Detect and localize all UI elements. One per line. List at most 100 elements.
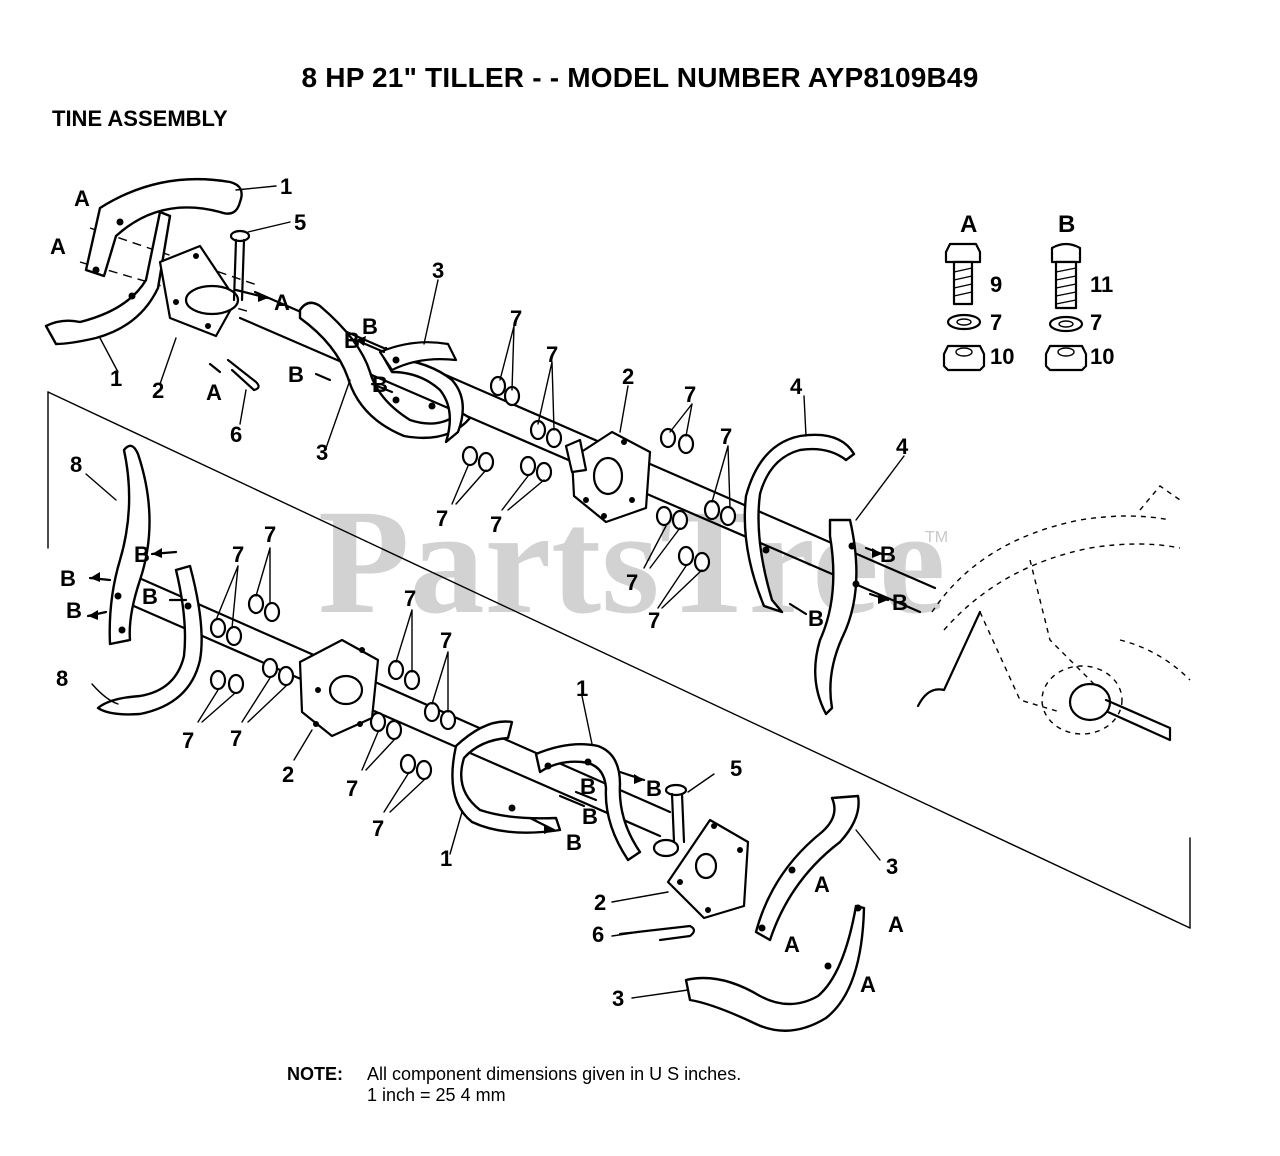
bolt-icon xyxy=(1050,242,1082,310)
plate-hub xyxy=(184,284,240,316)
callout-7: 7 xyxy=(648,608,660,633)
callout-2: 2 xyxy=(152,378,164,403)
bolt-hole xyxy=(184,602,192,610)
bolt-hole xyxy=(508,804,516,812)
callout-7: 7 xyxy=(626,570,638,595)
callout-b: B xyxy=(880,542,896,567)
tine-1-lower-b xyxy=(534,743,642,862)
callout-3: 3 xyxy=(886,854,898,879)
bolt-hole xyxy=(173,299,179,305)
nut-icon xyxy=(942,344,986,372)
legend-b-header: B xyxy=(1058,211,1075,238)
callout-b: B xyxy=(580,774,596,799)
callout-2: 2 xyxy=(594,890,606,915)
lock-washer-icon xyxy=(946,313,982,331)
callout-1: 1 xyxy=(440,846,452,871)
bolt-hole xyxy=(758,924,766,932)
callout-a: A xyxy=(888,912,904,937)
bolt-hole xyxy=(544,762,552,770)
note-label: NOTE: xyxy=(287,1064,343,1084)
callout-b: B xyxy=(66,598,82,623)
legend-a-header: A xyxy=(960,211,977,238)
callout-b: B xyxy=(582,804,598,829)
callout-7: 7 xyxy=(404,586,416,611)
clevis-pin-5-top xyxy=(229,229,251,302)
callout-a: A xyxy=(860,972,876,997)
bolt-hole xyxy=(118,626,126,634)
lock-washers-lower xyxy=(209,593,457,781)
tine-4-lower xyxy=(814,518,858,716)
bolt-hole xyxy=(584,758,592,766)
tine-4-upper xyxy=(743,433,856,614)
bolt-hole xyxy=(116,218,124,226)
note-line-2: 1 inch = 25 4 mm xyxy=(367,1085,506,1105)
callout-7: 7 xyxy=(490,512,502,537)
callout-a: A xyxy=(784,932,800,957)
tine-1-lower-left xyxy=(44,210,172,346)
bolt-hole xyxy=(788,866,796,874)
bolt-hole xyxy=(848,542,856,550)
boundary-line-top xyxy=(47,391,1191,929)
callout-a: A xyxy=(274,290,290,315)
legend-a-bolt-ref: 9 xyxy=(990,272,1002,297)
tine-3-lower-b xyxy=(684,904,866,1032)
tine-1-upper-left xyxy=(84,177,243,278)
tine-1-lower-a xyxy=(451,720,562,834)
callout-7: 7 xyxy=(440,628,452,653)
callout-7: 7 xyxy=(510,306,522,331)
callout-1: 1 xyxy=(576,676,588,701)
callout-6: 6 xyxy=(592,922,604,947)
tine-3-upper-a xyxy=(298,301,472,440)
legend-b-bolt-ref: 11 xyxy=(1090,272,1113,297)
lock-washers-upper xyxy=(461,375,737,573)
callout-a: A xyxy=(206,380,222,405)
callout-7: 7 xyxy=(232,542,244,567)
callout-b: B xyxy=(344,328,360,353)
callout-2: 2 xyxy=(282,762,294,787)
leader-lines xyxy=(85,185,905,999)
callout-b: B xyxy=(288,362,304,387)
tine-8-lower xyxy=(96,564,203,716)
hub-plate-2-upper xyxy=(564,430,652,524)
page-title: 8 HP 21" TILLER - - MODEL NUMBER AYP8109… xyxy=(301,62,979,93)
bolt-hole xyxy=(762,546,770,554)
callout-7: 7 xyxy=(264,522,276,547)
bolt-hole xyxy=(114,592,122,600)
callout-7: 7 xyxy=(372,816,384,841)
callout-a: A xyxy=(50,234,66,259)
legend-a-washer-ref: 7 xyxy=(990,310,1002,335)
callout-3: 3 xyxy=(432,258,444,283)
bolt-hole xyxy=(854,904,862,912)
hardware-legend-b: B 11 7 10 xyxy=(1044,211,1114,372)
callout-b: B xyxy=(566,830,582,855)
bolt-hole xyxy=(392,396,400,404)
callout-b: B xyxy=(372,372,388,397)
callout-4: 4 xyxy=(896,434,909,459)
hub-plate-2-lower xyxy=(298,638,380,738)
callout-7: 7 xyxy=(684,382,696,407)
tiller-housing xyxy=(916,485,1191,742)
callout-7: 7 xyxy=(436,506,448,531)
lock-washer-icon xyxy=(1048,315,1084,333)
bolt-hole xyxy=(205,323,211,329)
bolt-hole xyxy=(824,962,832,970)
callout-5: 5 xyxy=(730,756,742,781)
callout-7: 7 xyxy=(346,776,358,801)
bolt-hole xyxy=(193,253,199,259)
legend-a-nut-ref: 10 xyxy=(990,344,1014,369)
bolt-hole xyxy=(92,266,100,274)
callout-1: 1 xyxy=(110,366,122,391)
watermark-tm: TM xyxy=(925,529,948,546)
callout-b: B xyxy=(646,776,662,801)
callout-b: B xyxy=(142,584,158,609)
bolt-hole xyxy=(128,292,136,300)
clevis-pin-5-lower xyxy=(664,783,688,844)
legend-b-washer-ref: 7 xyxy=(1090,310,1102,335)
mounting-plate-2-lower xyxy=(652,818,750,920)
tine-3-lower-a xyxy=(754,794,860,942)
section-title: TINE ASSEMBLY xyxy=(52,106,228,131)
hardware-legend-a: A 9 7 10 xyxy=(942,211,1014,372)
hairpin-clip-6-top xyxy=(226,358,260,392)
callout-3: 3 xyxy=(316,440,328,465)
